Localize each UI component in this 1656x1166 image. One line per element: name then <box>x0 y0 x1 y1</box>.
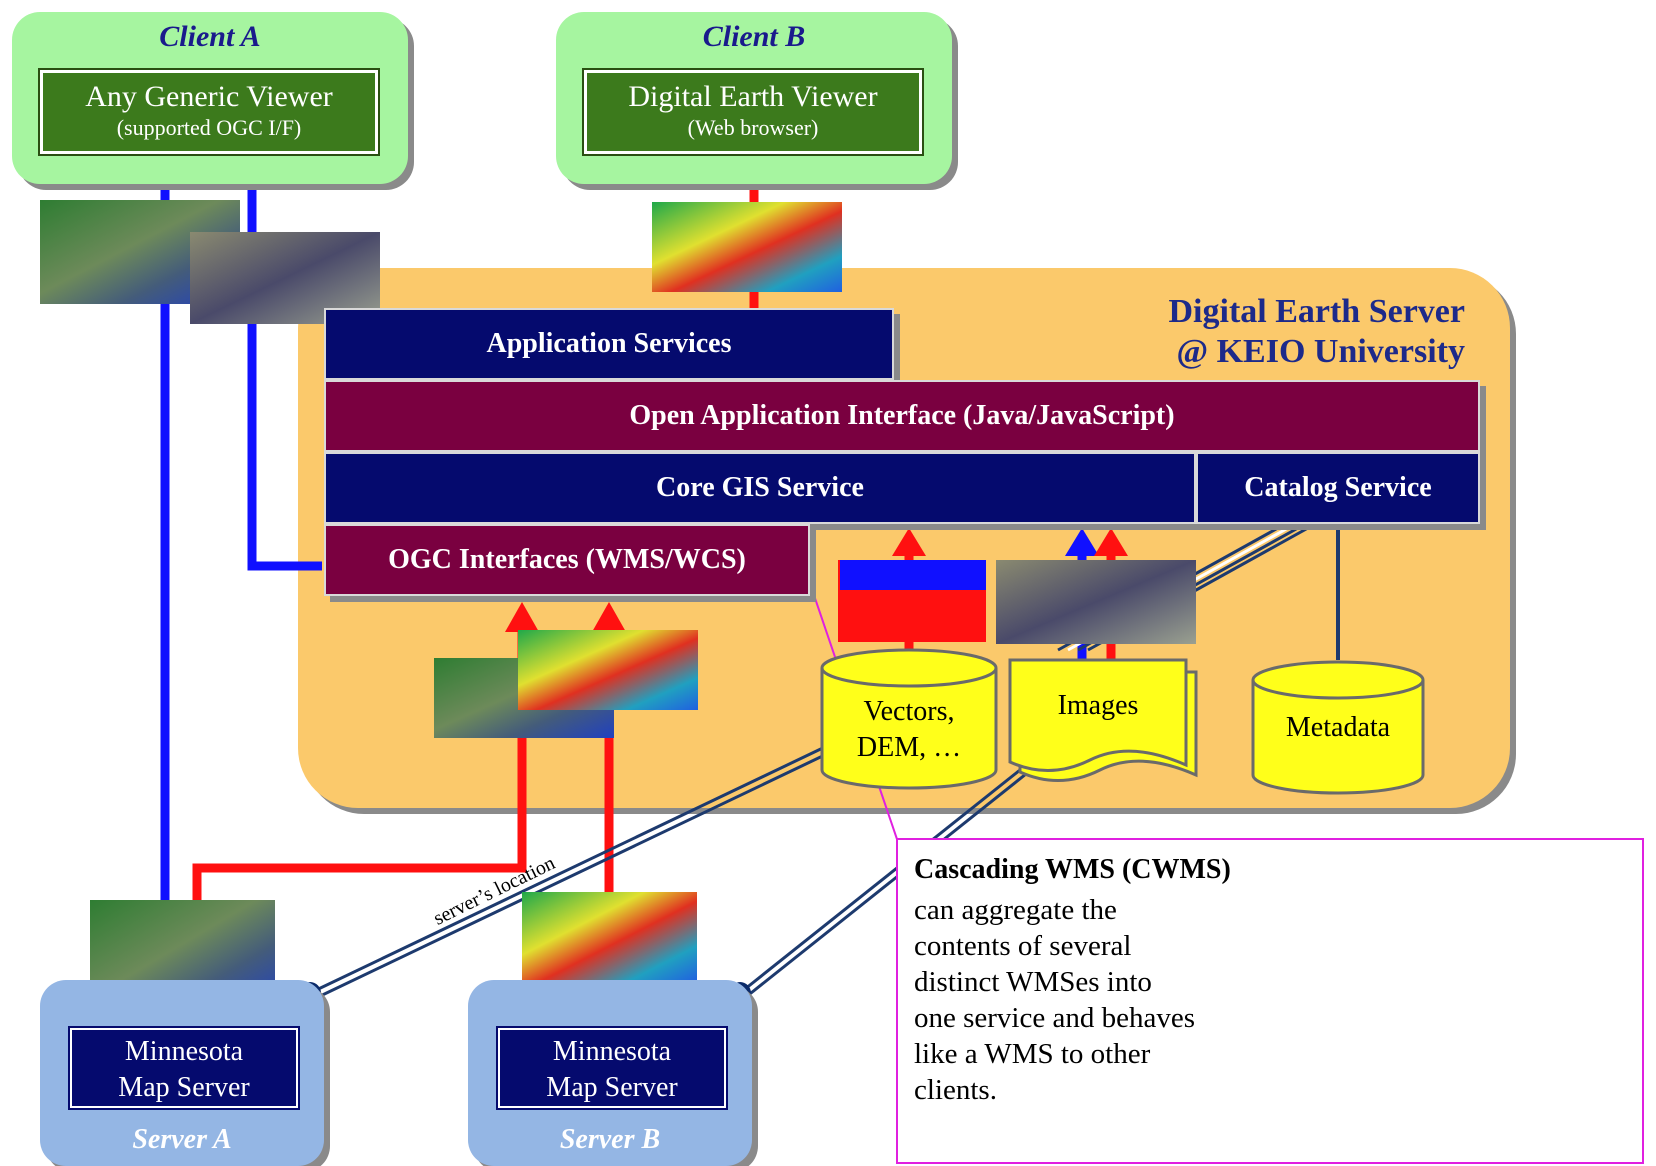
metadata-label: Metadata <box>1285 712 1391 743</box>
vectors-label-line2: DEM, … <box>856 732 962 763</box>
cwms-callout-title: Cascading WMS (CWMS) <box>914 854 1231 885</box>
cwms-callout-line: like a WMS to other <box>914 1038 1151 1070</box>
server-b-line2: Map Server <box>546 1072 678 1103</box>
core-gis-layer: Core GIS Service <box>324 452 1196 524</box>
map-thumbnail-7 <box>996 560 1196 644</box>
client-a-label: Client A <box>159 20 261 53</box>
client-a-viewer-sub: (supported OGC I/F) <box>116 115 302 140</box>
open-api-layer: Open Application Interface (Java/JavaScr… <box>324 380 1480 452</box>
vectors-label: Vectors, DEM, … <box>822 694 996 766</box>
client-b-viewer: Digital Earth Viewer (Web browser) <box>582 68 924 156</box>
server-b-map-server: Minnesota Map Server <box>496 1026 728 1110</box>
cwms-callout: Cascading WMS (CWMS) can aggregate the c… <box>896 838 1644 1164</box>
cwms-callout-line: can aggregate the <box>914 894 1117 926</box>
images-label: Images <box>1057 690 1139 721</box>
server-b-line1: Minnesota <box>552 1036 672 1067</box>
ogc-interfaces-label: OGC Interfaces (WMS/WCS) <box>388 544 746 575</box>
cwms-callout-line: one service and behaves <box>914 1002 1196 1034</box>
vectors-label-line1: Vectors, <box>863 696 955 727</box>
cwms-callout-line: contents of several <box>914 930 1132 962</box>
client-a-viewer: Any Generic Viewer (supported OGC I/F) <box>38 68 380 156</box>
location-line-server-a <box>309 733 851 995</box>
application-services-layer: Application Services <box>324 308 894 380</box>
client-b-label: Client B <box>702 20 806 53</box>
ogc-interfaces-layer: OGC Interfaces (WMS/WCS) <box>324 524 810 596</box>
client-b-viewer-name: Digital Earth Viewer <box>628 80 878 113</box>
catalog-service-layer: Catalog Service <box>1196 452 1480 524</box>
server-title-line1: Digital Earth Server <box>1168 293 1466 330</box>
server-a-line1: Minnesota <box>124 1036 244 1067</box>
blue-arrowhead-images <box>1065 528 1099 556</box>
location-line-server-b <box>739 768 1021 995</box>
server-title: Digital Earth Server @ KEIO University <box>1000 292 1466 372</box>
red-arrowhead-ogc-1 <box>505 602 539 632</box>
cwms-callout-body: can aggregate the contents of several di… <box>914 892 1195 1108</box>
map-thumbnail-9 <box>522 892 697 982</box>
vectors-cylinder <box>820 648 998 790</box>
cwms-callout-line: distinct WMSes into <box>914 966 1152 998</box>
server-b-label: Server B <box>559 1124 661 1155</box>
catalog-service-label: Catalog Service <box>1244 472 1432 503</box>
server-title-line2: @ KEIO University <box>1176 333 1465 370</box>
red-arrowhead-images <box>1094 528 1128 556</box>
server-a-map-server: Minnesota Map Server <box>68 1026 300 1110</box>
server-a-label: Server A <box>132 1124 232 1155</box>
client-b-viewer-sub: (Web browser) <box>687 115 819 140</box>
map-thumbnail-3 <box>652 202 842 292</box>
red-arrowhead-ogc-2 <box>592 602 626 632</box>
red-arrowhead-vectors <box>892 528 926 556</box>
application-services-label: Application Services <box>486 328 732 359</box>
client-a-viewer-name: Any Generic Viewer <box>85 80 333 113</box>
cwms-callout-line: clients. <box>914 1074 997 1106</box>
map-thumbnail-5 <box>518 630 698 710</box>
metadata-cylinder <box>1251 660 1425 795</box>
core-gis-label: Core GIS Service <box>656 472 864 503</box>
images-stack <box>1008 658 1198 782</box>
server-a-line2: Map Server <box>118 1072 250 1103</box>
open-api-label: Open Application Interface (Java/JavaScr… <box>629 400 1175 431</box>
